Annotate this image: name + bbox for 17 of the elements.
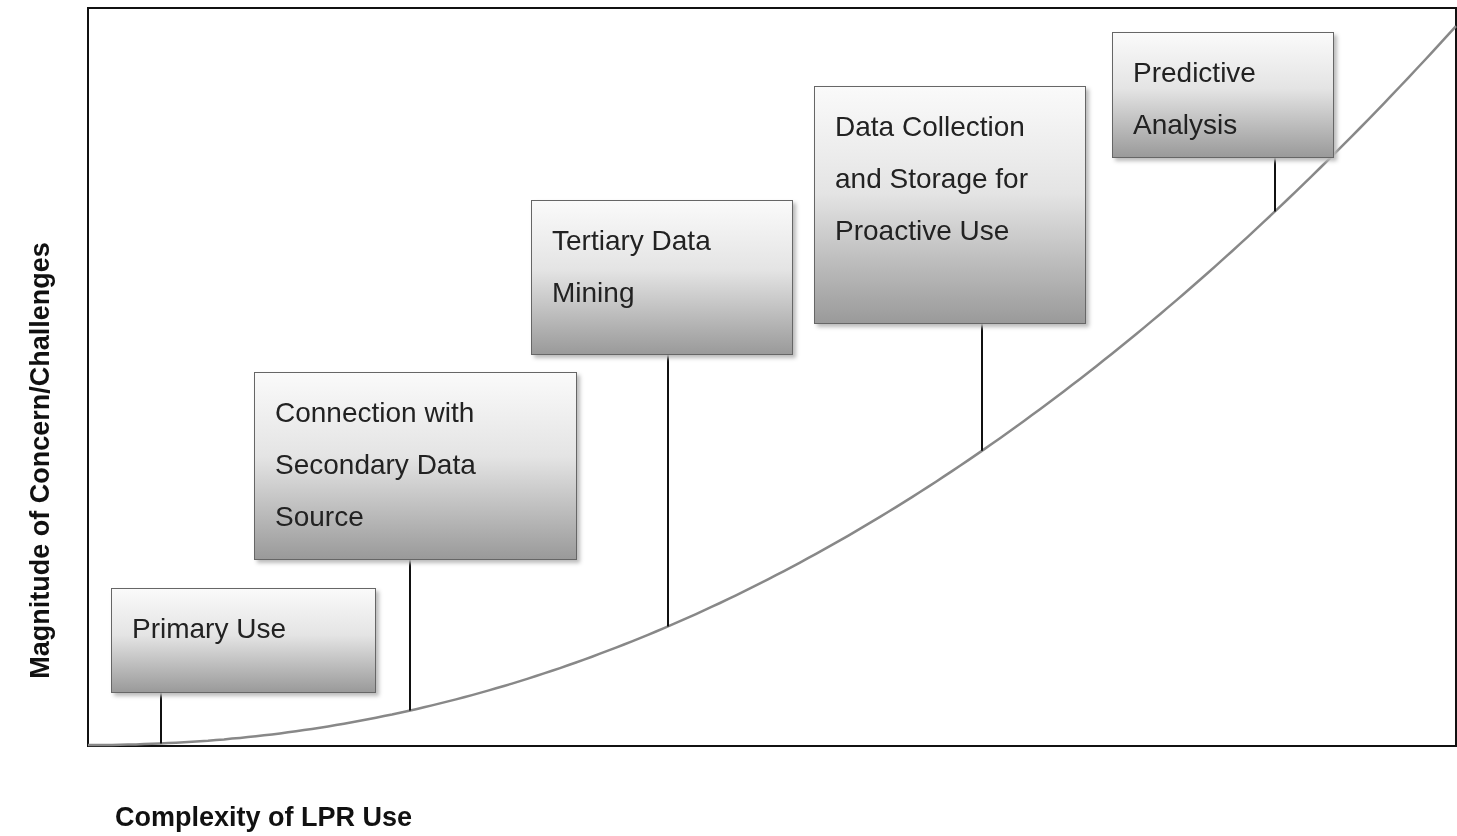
leader-line bbox=[409, 559, 411, 712]
stage-box bbox=[254, 372, 577, 560]
axis-label: Magnitude of Concern/Challenges bbox=[24, 241, 56, 679]
leader-line bbox=[981, 323, 983, 452]
leader-line bbox=[667, 354, 669, 628]
leader-line bbox=[1274, 157, 1276, 213]
stage-label: Data Collection and Storage for Proactive Use bbox=[835, 110, 1030, 248]
stage-label: Primary Use bbox=[132, 612, 287, 646]
stage-box bbox=[531, 200, 793, 355]
stage-label: Connection with Secondary Data Source bbox=[275, 396, 477, 534]
leader-line bbox=[160, 692, 162, 745]
axis-label: Complexity of LPR Use bbox=[115, 802, 413, 833]
stage-label: Tertiary Data Mining bbox=[552, 224, 712, 310]
stage-box bbox=[1112, 32, 1334, 158]
stage-label: Predictive Analysis bbox=[1133, 56, 1257, 142]
stage-box bbox=[814, 86, 1086, 324]
stage-box bbox=[111, 588, 376, 693]
